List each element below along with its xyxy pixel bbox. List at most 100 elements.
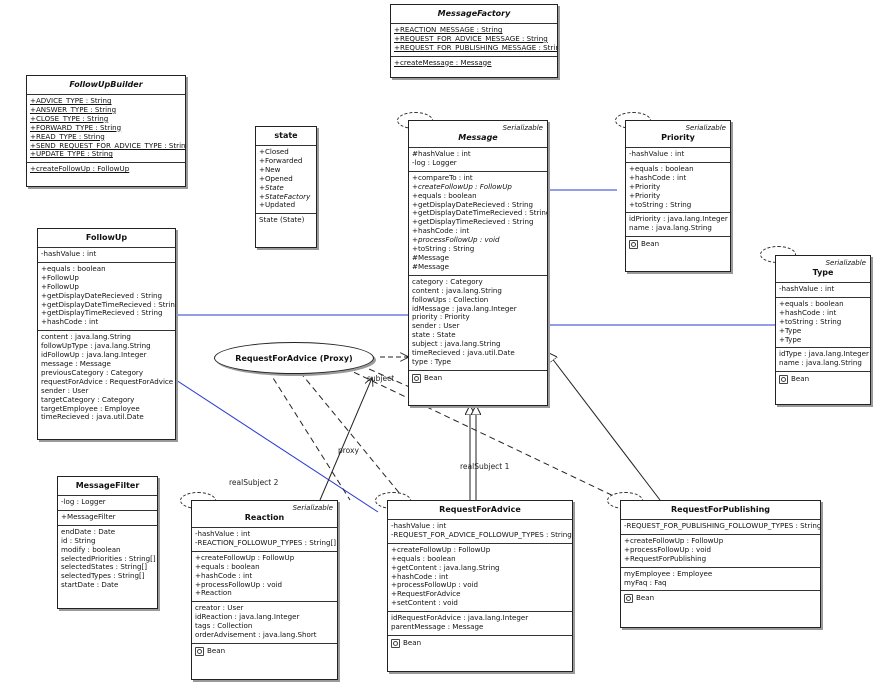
- operations: +equals : boolean+FollowUp+FollowUp+getD…: [38, 263, 175, 332]
- member-row: idPriority : java.lang.Integer: [629, 214, 728, 224]
- operations: +equals : boolean+hashCode : int+Priorit…: [626, 163, 730, 214]
- member-row: sender : User: [41, 385, 89, 395]
- attributes: +ADVICE_TYPE : String+ANSWER_TYPE : Stri…: [27, 95, 186, 164]
- operations: +createMessage : Message: [391, 57, 557, 71]
- member-row: +createFollowUp : FollowUp: [391, 544, 491, 554]
- member-row: +createFollowUp : FollowUp: [624, 535, 724, 545]
- member-row: myFaq : Faq: [624, 577, 667, 587]
- member-row: +hashCode : int: [41, 317, 99, 327]
- member-row: idFollowUp : java.lang.Integer: [41, 350, 147, 360]
- class-requestforadvice[interactable]: RequestForAdvice -hashValue : int-REQUES…: [387, 500, 573, 672]
- member-row: +getDisplayTimeRecieved : String: [41, 308, 163, 318]
- member-row: +Type: [779, 334, 802, 344]
- member-row: +getDisplayTimeRecieved : String: [412, 217, 534, 227]
- operations: +createFollowUp : FollowUp+equals : bool…: [388, 544, 572, 613]
- member-row: -log : Logger: [61, 497, 106, 506]
- class-followupbuilder[interactable]: FollowUpBuilder +ADVICE_TYPE : String+AN…: [26, 75, 186, 187]
- operations: +createFollowUp : FollowUp+equals : bool…: [192, 552, 337, 603]
- class-requestforpublishing[interactable]: RequestForPublishing -REQUEST_FOR_PUBLIS…: [620, 500, 821, 628]
- member-row: +State: [259, 182, 284, 192]
- member-row: -hashValue : int: [195, 529, 251, 538]
- bean-icon: [412, 373, 421, 383]
- member-row: +MessageFilter: [61, 511, 116, 521]
- member-row: +hashCode : int: [629, 172, 687, 182]
- member-row: +equals : boolean: [195, 561, 260, 571]
- member-row: targetCategory : Category: [41, 394, 135, 404]
- assoc-followup-requestforadvice: [175, 379, 379, 513]
- realsubject2-link: [267, 369, 351, 501]
- class-name: state: [274, 131, 298, 140]
- bean-icon: [629, 240, 638, 250]
- member-row: +Opened: [259, 173, 293, 183]
- class-name: Message: [458, 133, 498, 142]
- member-row: tags : Collection: [195, 621, 253, 631]
- attributes: +Closed+Forwarded+New+Opened+State+State…: [256, 146, 316, 215]
- member-row: idRequestForAdvice : java.lang.Integer: [391, 613, 529, 623]
- member-row: requestForAdvice : RequestForAdvice: [41, 376, 174, 386]
- member-row: +ANSWER_TYPE : String: [30, 104, 117, 114]
- member-row: +processFollowUp : void: [195, 579, 283, 589]
- member-row: +CLOSE_TYPE : String: [30, 113, 109, 123]
- class-name: RequestForPublishing: [671, 505, 770, 514]
- member-row: selectedTypes : String[]: [61, 571, 145, 581]
- member-row: idReaction : java.lang.Integer: [195, 612, 300, 622]
- member-row: +createMessage : Message: [394, 57, 492, 67]
- label-realsubject-1: realSubject 1: [460, 462, 510, 471]
- member-row: +processFollowUp : void: [391, 580, 479, 590]
- member-row: modify : boolean: [61, 544, 121, 554]
- label-subject: subject: [367, 374, 395, 383]
- member-row: +RequestForAdvice: [391, 589, 461, 599]
- member-row: +processFollowUp : void: [412, 235, 500, 245]
- member-row: +UPDATE_TYPE : String: [30, 149, 113, 159]
- bean-icon: [624, 594, 633, 604]
- member-row: +createFollowUp : FollowUp: [195, 552, 295, 562]
- bean-footer: Bean: [626, 237, 730, 252]
- class-messagefactory[interactable]: MessageFactory +REACTION_MESSAGE : Strin…: [390, 4, 558, 78]
- member-row: #Message: [412, 252, 450, 262]
- class-name: Priority: [661, 133, 695, 142]
- member-row: #hashValue : int: [412, 149, 471, 158]
- footer-label: Bean: [791, 374, 810, 384]
- attributes: -hashValue : int-REQUEST_FOR_ADVICE_FOLL…: [388, 520, 572, 544]
- member-row: +equals : boolean: [391, 553, 456, 563]
- reaction-proxy-link: [319, 378, 372, 501]
- member-row: +SEND_REQUEST_FOR_ADVICE_TYPE : String: [30, 140, 186, 150]
- member-row: +hashCode : int: [412, 226, 470, 236]
- member-row: +READ_TYPE : String: [30, 131, 105, 141]
- member-row: timeRecieved : java.util.Date: [412, 348, 515, 358]
- member-row: +createFollowUp : FollowUp: [30, 164, 130, 174]
- bean-footer: Bean: [409, 371, 547, 386]
- member-row: previousCategory : Category: [41, 367, 144, 377]
- label-realsubject-2: realSubject 2: [229, 478, 279, 487]
- footer-label: Bean: [424, 372, 443, 382]
- dashed-proxy-requestforadvice: [299, 371, 406, 501]
- operations: State (State): [256, 214, 316, 228]
- member-row: +Priority: [629, 181, 661, 191]
- class-state[interactable]: state +Closed+Forwarded+New+Opened+State…: [255, 126, 317, 248]
- class-followup[interactable]: FollowUp -hashValue : int +equals : bool…: [37, 228, 176, 440]
- operations: +createFollowUp : FollowUp+processFollow…: [621, 535, 820, 568]
- bean-footer: Bean: [388, 636, 572, 651]
- class-name: MessageFilter: [75, 481, 140, 490]
- member-row: +hashCode : int: [779, 307, 837, 317]
- member-row: +REQUEST_FOR_ADVICE_MESSAGE : String: [394, 33, 548, 43]
- attributes: -log : Logger: [58, 496, 157, 511]
- member-row: endDate : Date: [61, 526, 116, 536]
- class-messagefilter[interactable]: MessageFilter -log : Logger +MessageFilt…: [57, 476, 158, 609]
- member-row: name : java.lang.String: [779, 358, 862, 368]
- member-row: selectedPriorities : String[]: [61, 553, 156, 563]
- member-row: timeRecieved : java.util.Date: [41, 412, 144, 422]
- member-row: type : Type: [412, 356, 452, 366]
- member-row: -hashValue : int: [391, 521, 447, 530]
- member-row: -REQUEST_FOR_PUBLISHING_FOLLOWUP_TYPES :…: [624, 521, 821, 530]
- member-row: +equals : boolean: [629, 163, 694, 173]
- bean-icon: [195, 646, 204, 656]
- proxy-requestforadvice[interactable]: RequestForAdvice (Proxy): [214, 342, 374, 374]
